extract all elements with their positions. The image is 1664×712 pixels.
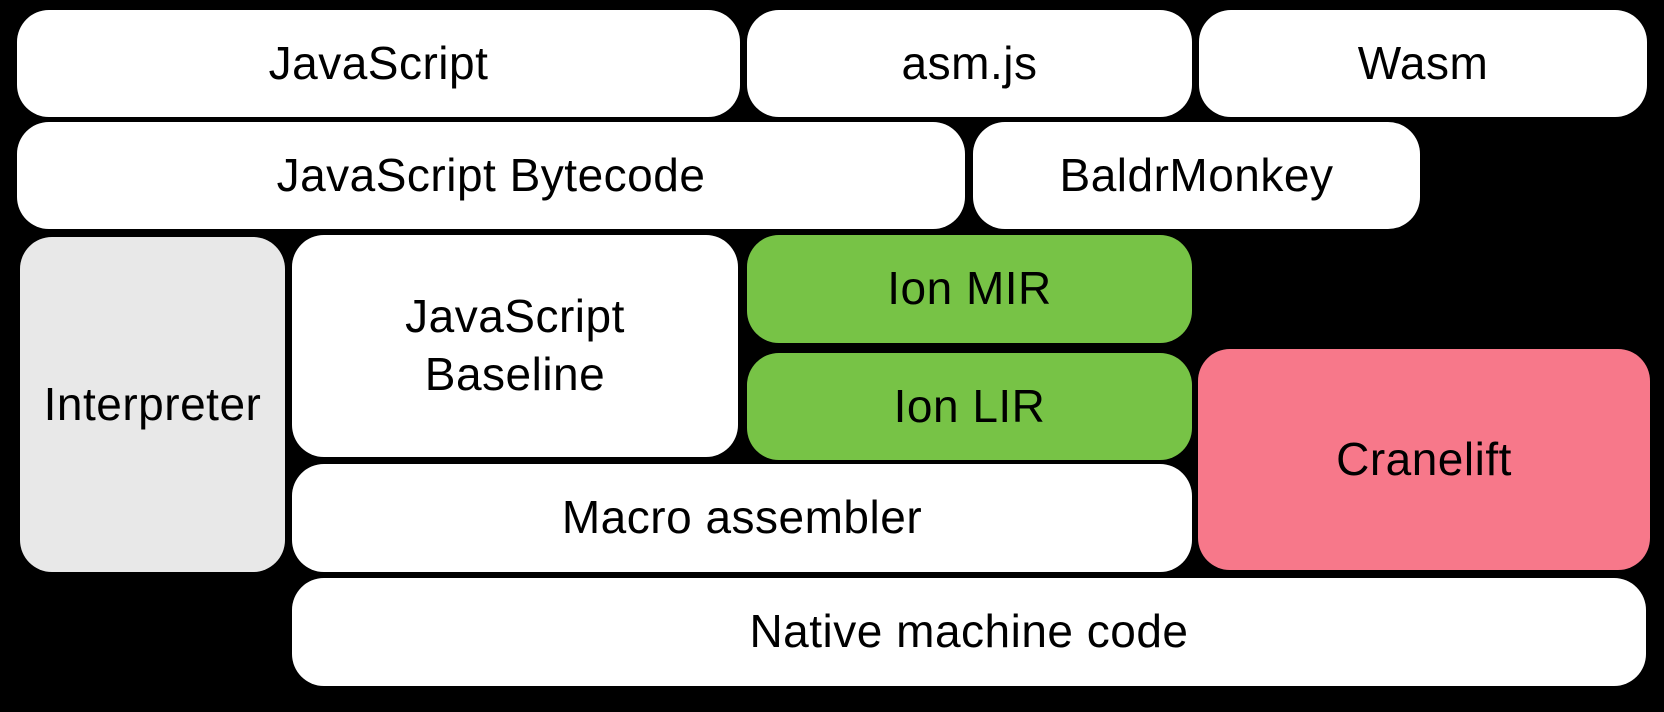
node-javascript-bytecode: JavaScript Bytecode — [17, 122, 965, 229]
node-native-machine-code: Native machine code — [292, 578, 1646, 686]
node-native-machine-code-label: Native machine code — [749, 605, 1189, 658]
node-ion-lir: Ion LIR — [747, 353, 1192, 460]
node-cranelift-label: Cranelift — [1336, 432, 1512, 485]
node-ion-mir: Ion MIR — [747, 235, 1192, 343]
node-javascript: JavaScript — [17, 10, 740, 117]
node-baldrmonkey: BaldrMonkey — [973, 122, 1420, 229]
node-wasm-label: Wasm — [1357, 36, 1489, 89]
node-javascript-baseline: JavaScript Baseline — [292, 235, 738, 457]
node-cranelift: Cranelift — [1198, 349, 1650, 570]
node-interpreter: Interpreter — [20, 237, 285, 572]
node-interpreter-label: Interpreter — [43, 377, 262, 430]
node-javascript-bytecode-label: JavaScript Bytecode — [276, 148, 706, 201]
node-ion-mir-label: Ion MIR — [887, 262, 1052, 315]
node-asmjs-label: asm.js — [901, 36, 1038, 89]
node-baldrmonkey-label: BaldrMonkey — [1059, 148, 1334, 201]
node-macro-assembler-label: Macro assembler — [561, 491, 923, 544]
node-macro-assembler: Macro assembler — [292, 464, 1192, 572]
node-javascript-baseline-label: JavaScript Baseline — [405, 290, 625, 400]
node-javascript-label: JavaScript — [268, 36, 489, 89]
node-ion-lir-label: Ion LIR — [893, 379, 1046, 432]
node-wasm: Wasm — [1199, 10, 1647, 117]
node-asmjs: asm.js — [747, 10, 1192, 117]
